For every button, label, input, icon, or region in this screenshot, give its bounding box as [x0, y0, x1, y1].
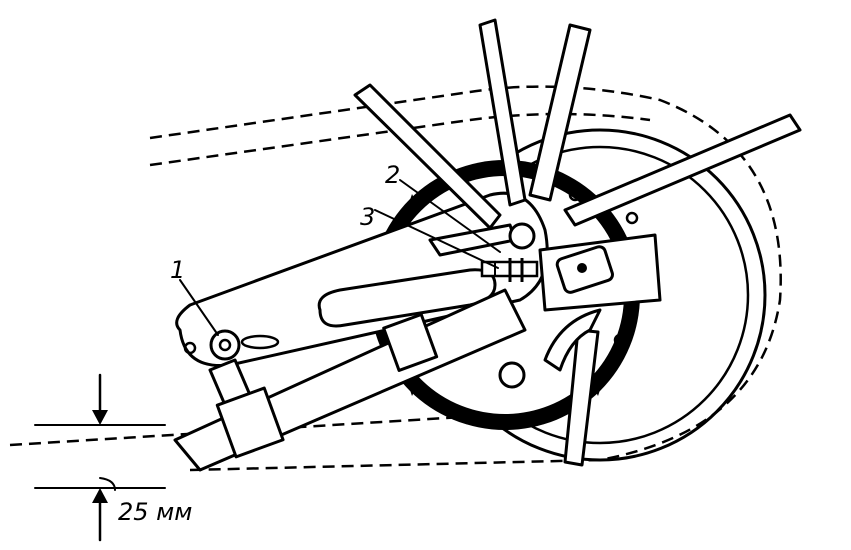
- adjuster-bolt: [480, 258, 539, 282]
- long-lever-tool: [173, 288, 527, 472]
- callout-leaders: [179, 179, 501, 336]
- callout-3-label: 3: [360, 203, 375, 231]
- callout-2-label: 2: [385, 161, 400, 189]
- axle-plate: [498, 188, 662, 389]
- vertical-lever: [543, 308, 602, 467]
- tool-levers: [353, 18, 802, 257]
- dimension-marker: [34, 373, 166, 542]
- arrow-down-icon: [92, 410, 108, 425]
- dimension-label: 25 мм: [118, 498, 192, 526]
- arrow-up-icon: [92, 488, 108, 503]
- callout-1-label: 1: [170, 256, 185, 284]
